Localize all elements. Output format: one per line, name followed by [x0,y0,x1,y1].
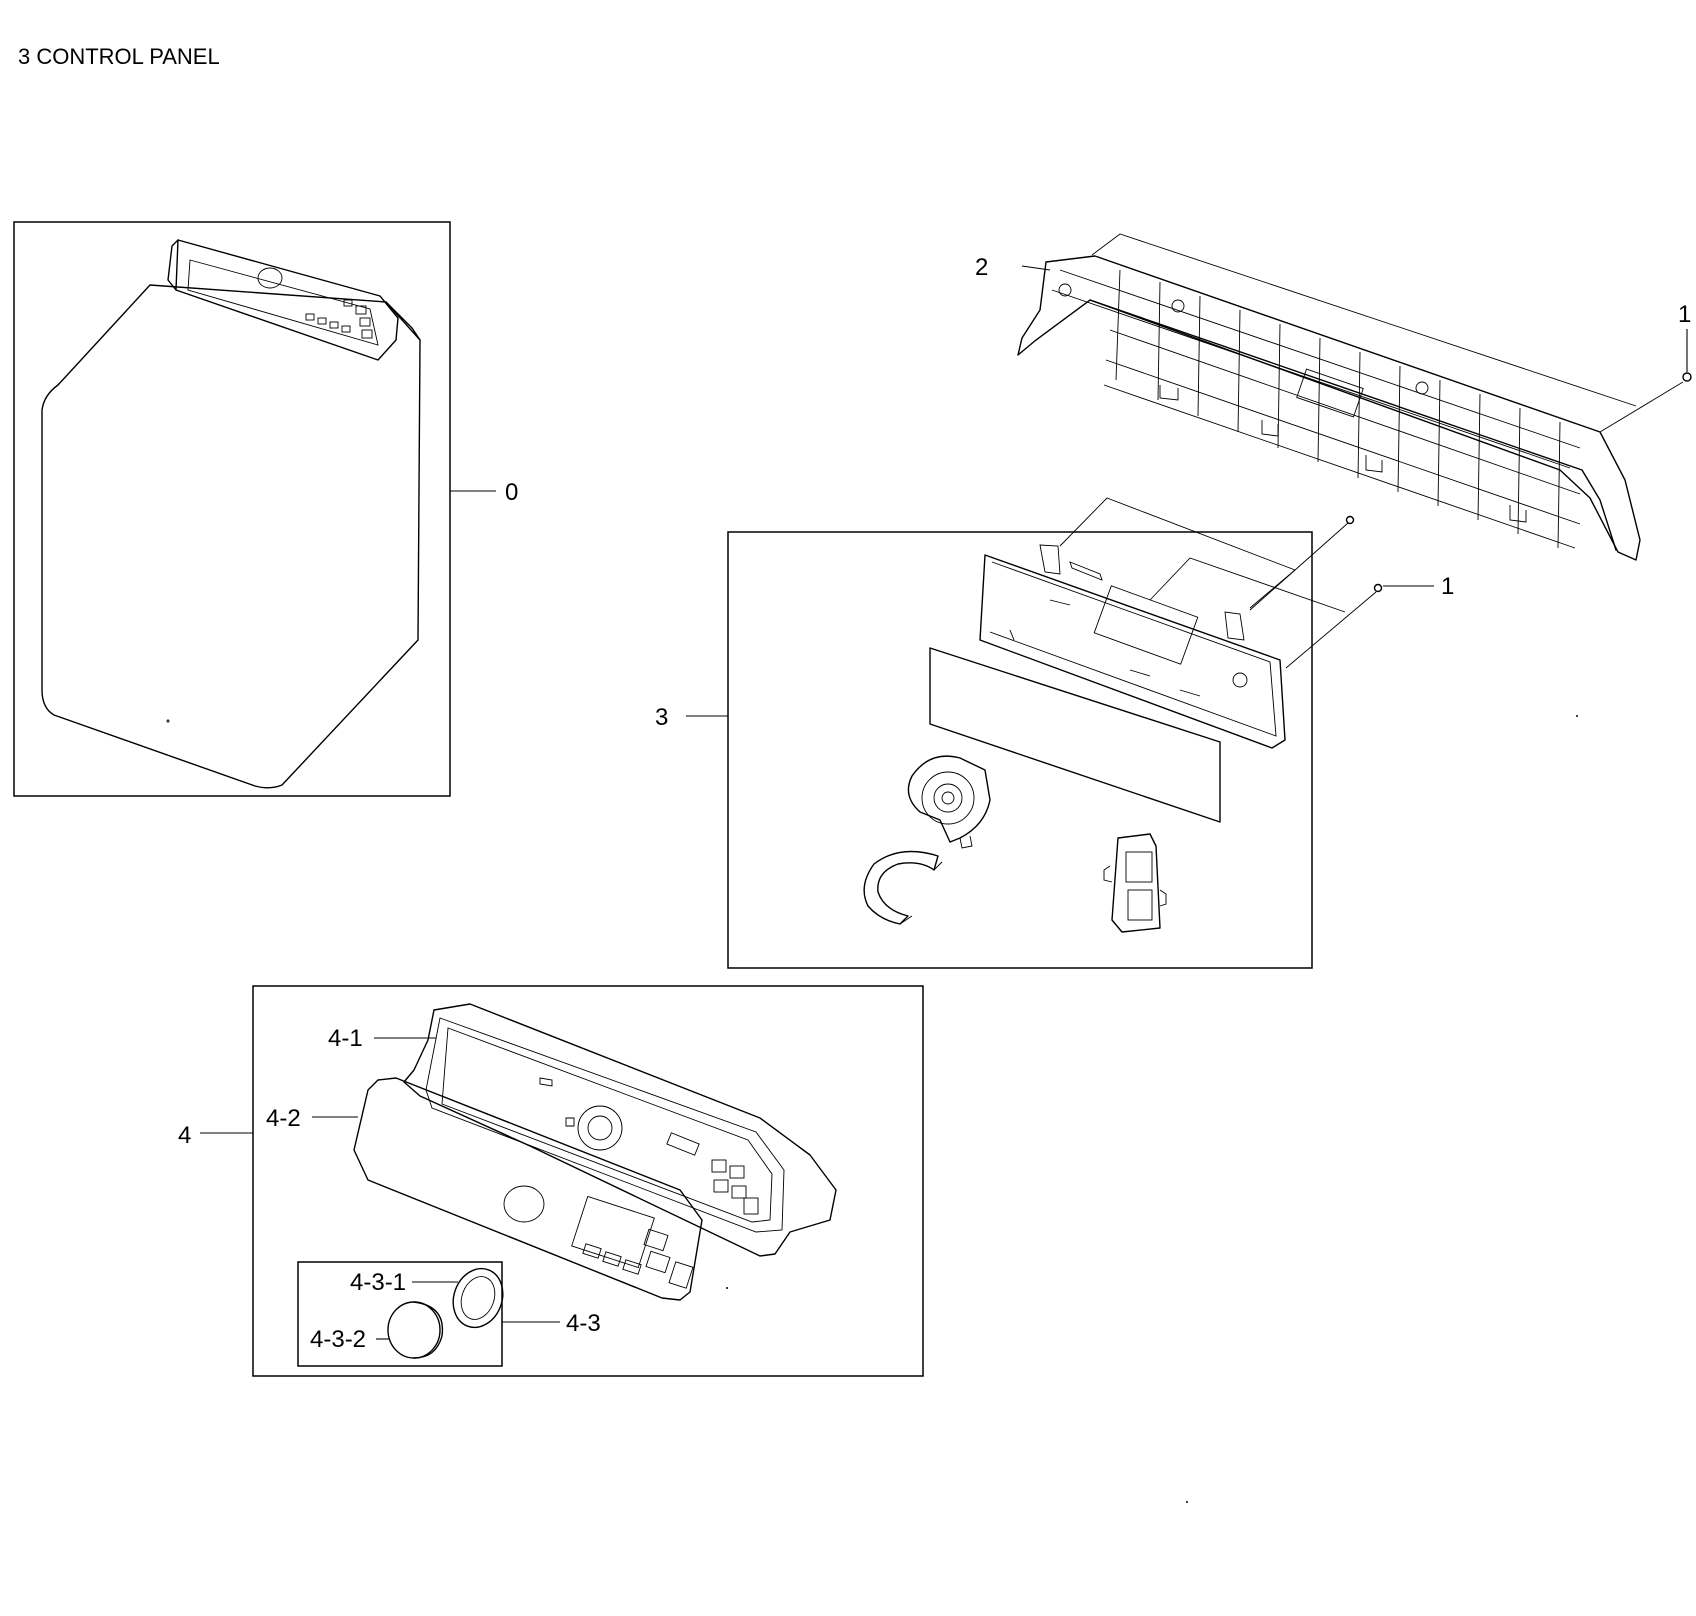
screw-icon [1682,372,1692,382]
callout-4-3: 4-3 [566,1310,601,1337]
guide-line-screws [1249,522,1377,669]
guide-line-pcb-housing [1059,497,1296,609]
callout-4-2: 4-2 [266,1105,301,1132]
assembly-4-box [252,985,924,1377]
encoder-ring-illustration [863,850,943,925]
page-title: 3 CONTROL PANEL [18,44,220,69]
callout-1-top: 1 [1678,301,1691,328]
callout-2: 2 [975,254,988,281]
guide-line-screw-top [1599,381,1684,433]
callout-4: 4 [178,1122,191,1149]
callout-4-3-1: 4-3-1 [350,1269,406,1296]
pcb-housing-illustration [979,544,1286,749]
guide-line-part-2 [1091,233,1637,407]
control-panel-frame-illustration [1017,255,1641,561]
panel-cover-illustration [353,1077,703,1301]
callout-1-mid: 1 [1441,573,1454,600]
washer-cabinet-illustration [41,239,421,789]
scan-speck [1576,715,1578,717]
callout-3: 3 [655,704,668,731]
leader-2 [1021,265,1051,271]
pcb-board-illustration [929,647,1221,823]
knob-ring-illustration [452,1267,504,1329]
assembly-4-3-box [297,1261,503,1367]
knob-cap-illustration [387,1301,444,1359]
guide-line-pcb-window [1149,557,1346,613]
assembly-0-box [13,221,451,797]
panel-frame-illustration [403,1003,837,1257]
rotary-encoder-illustration [907,755,991,849]
switch-module-illustration [1103,833,1167,933]
assembly-3-box [727,531,1313,969]
scan-speck [726,1287,728,1289]
callout-4-1: 4-1 [328,1025,363,1052]
callout-0: 0 [505,479,518,506]
screw-icon [1373,583,1383,593]
callout-4-3-2: 4-3-2 [310,1326,366,1353]
scan-speck [1186,1501,1188,1503]
screw-icon [1345,515,1355,525]
